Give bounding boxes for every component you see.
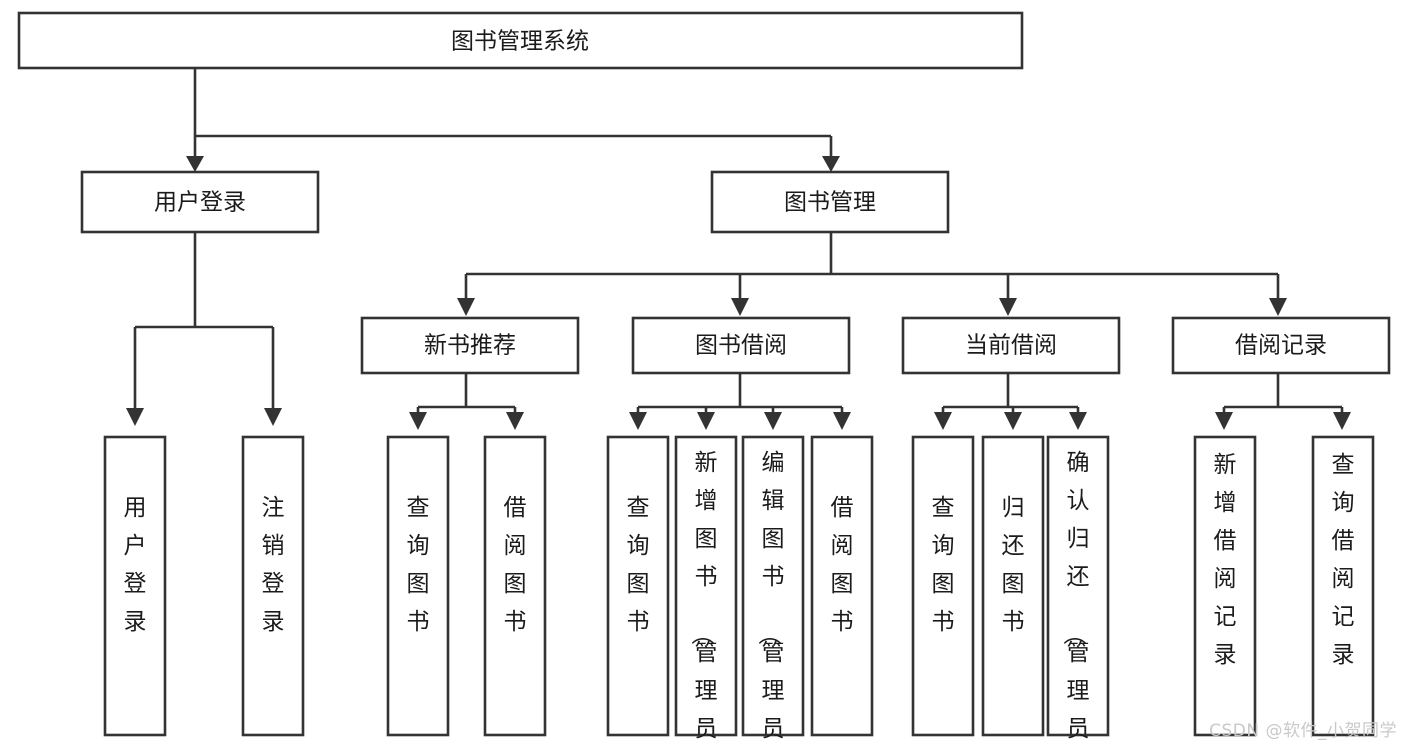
- connector-group-new-book-recommend: [409, 374, 524, 430]
- leaf-user-logout-label: 注销登录: [262, 495, 285, 635]
- node-current-borrow-box[interactable]: [901, 316, 1121, 375]
- arrowhead-bb-leaf-3: [764, 412, 782, 430]
- node-current-borrow-label: 当前借阅: [965, 333, 1057, 359]
- arrowhead-cb-leaf-3: [1069, 412, 1087, 430]
- leaf-edit-book[interactable]: 编辑图书（管理员）: [741, 435, 805, 747]
- leaf-query-record[interactable]: 查询借阅记录: [1311, 435, 1375, 737]
- leaf-query-book-1[interactable]: 查询图书: [386, 435, 450, 737]
- connector-group-borrow-record: [1215, 374, 1351, 430]
- leaf-user-logout-box[interactable]: [241, 435, 305, 737]
- leaf-user-login-label: 用户登录: [124, 495, 147, 635]
- arrowhead-leaf-user-login: [126, 408, 144, 426]
- arrowhead-cb-leaf-2: [1004, 412, 1022, 430]
- arrowhead-br-leaf-1: [1215, 412, 1233, 430]
- arrowhead-nbr-leaf-1: [409, 412, 427, 430]
- leaf-query-book-2[interactable]: 查询图书: [606, 435, 670, 737]
- node-root-label: 图书管理系统: [451, 29, 589, 55]
- leaf-query-book-2-label: 查询图书: [627, 495, 650, 635]
- node-book-manage-box[interactable]: [710, 170, 950, 234]
- leaf-query-book-3-box[interactable]: [911, 435, 975, 737]
- node-book-manage-label: 图书管理: [784, 190, 876, 216]
- leaf-query-book-1-label: 查询图书: [407, 495, 430, 635]
- leaf-confirm-return-box[interactable]: [1046, 435, 1110, 737]
- node-root-box[interactable]: [17, 11, 1024, 70]
- node-user-login[interactable]: 用户登录: [80, 170, 320, 234]
- node-new-book-recommend[interactable]: 新书推荐: [360, 316, 580, 375]
- arrowhead-bb-leaf-2: [697, 412, 715, 430]
- node-new-book-recommend-label: 新书推荐: [424, 333, 516, 359]
- arrowhead-book-borrow: [731, 298, 749, 316]
- arrowhead-new-book-recommend: [457, 298, 475, 316]
- leaf-borrow-book-2[interactable]: 借阅图书: [810, 435, 874, 737]
- node-book-borrow-label: 图书借阅: [695, 333, 787, 359]
- leaf-borrow-book-1-box[interactable]: [483, 435, 547, 737]
- arrowhead-current-borrow: [999, 298, 1017, 316]
- leaf-confirm-return[interactable]: 确认归还（管理员）: [1046, 435, 1110, 747]
- leaf-borrow-book-2-box[interactable]: [810, 435, 874, 737]
- leaf-add-record[interactable]: 新增借阅记录: [1193, 435, 1257, 737]
- arrowhead-book-manage: [822, 156, 840, 172]
- leaf-return-book-box[interactable]: [981, 435, 1045, 737]
- leaf-query-book-1-box[interactable]: [386, 435, 450, 737]
- connector-group-book-manage: [457, 232, 1287, 316]
- csdn-watermark: CSDN @软件_小贺同学: [1209, 721, 1397, 741]
- connector-group-current-borrow: [934, 374, 1087, 430]
- arrowhead-br-leaf-2: [1333, 412, 1351, 430]
- leaf-user-login[interactable]: 用户登录: [103, 435, 167, 737]
- node-current-borrow[interactable]: 当前借阅: [901, 316, 1121, 375]
- leaf-query-book-2-box[interactable]: [606, 435, 670, 737]
- leaf-borrow-book-2-label: 借阅图书: [831, 495, 854, 635]
- connector-group-book-borrow: [629, 374, 851, 430]
- leaf-confirm-return-label: 确认归还（管理员）: [1061, 450, 1090, 747]
- leaf-edit-book-label: 编辑图书（管理员）: [756, 450, 785, 747]
- leaf-return-book-label: 归还图书: [1002, 495, 1025, 635]
- node-user-login-label: 用户登录: [154, 190, 246, 216]
- node-root[interactable]: 图书管理系统: [17, 11, 1024, 70]
- arrowhead-nbr-leaf-2: [506, 412, 524, 430]
- connector-group-user-login: [126, 232, 282, 426]
- leaf-user-login-box[interactable]: [103, 435, 167, 737]
- node-borrow-record-box[interactable]: [1171, 316, 1391, 375]
- leaf-query-record-box[interactable]: [1311, 435, 1375, 737]
- leaf-query-record-label: 查询借阅记录: [1332, 452, 1355, 668]
- arrowhead-bb-leaf-1: [629, 412, 647, 430]
- node-book-manage[interactable]: 图书管理: [710, 170, 950, 234]
- leaf-query-book-3-label: 查询图书: [932, 495, 955, 635]
- arrowhead-user-login: [186, 156, 204, 172]
- leaf-add-record-label: 新增借阅记录: [1214, 452, 1237, 668]
- leaf-add-record-box[interactable]: [1193, 435, 1257, 737]
- leaf-query-book-3[interactable]: 查询图书: [911, 435, 975, 737]
- leaf-borrow-book-1-label: 借阅图书: [504, 495, 527, 635]
- node-borrow-record-label: 借阅记录: [1235, 333, 1327, 359]
- leaf-add-book-label: 新增图书（管理员）: [689, 450, 718, 747]
- arrowhead-cb-leaf-1: [934, 412, 952, 430]
- leaf-borrow-book-1[interactable]: 借阅图书: [483, 435, 547, 737]
- node-borrow-record[interactable]: 借阅记录: [1171, 316, 1391, 375]
- arrowhead-borrow-record: [1269, 298, 1287, 316]
- node-book-borrow[interactable]: 图书借阅: [631, 316, 851, 375]
- leaf-edit-book-box[interactable]: [741, 435, 805, 737]
- leaf-user-logout[interactable]: 注销登录: [241, 435, 305, 737]
- node-new-book-recommend-box[interactable]: [360, 316, 580, 375]
- node-user-login-box[interactable]: [80, 170, 320, 234]
- node-book-borrow-box[interactable]: [631, 316, 851, 375]
- leaf-return-book[interactable]: 归还图书: [981, 435, 1045, 737]
- arrowhead-bb-leaf-4: [833, 412, 851, 430]
- leaf-add-book-box[interactable]: [674, 435, 738, 737]
- arrowhead-leaf-user-logout: [264, 408, 282, 426]
- leaf-add-book[interactable]: 新增图书（管理员）: [674, 435, 738, 747]
- connector-group-root: [186, 68, 840, 172]
